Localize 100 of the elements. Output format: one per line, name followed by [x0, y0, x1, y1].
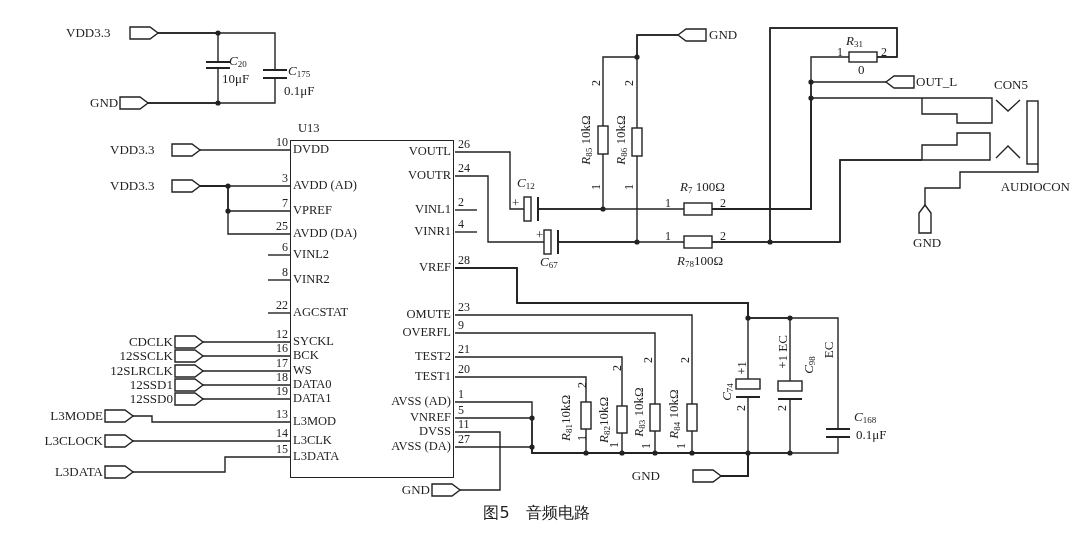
pin-name: AVSS (DA) [391, 440, 451, 453]
terminal-number: 1 [575, 435, 589, 441]
terminal-number: 1 [589, 184, 603, 190]
wire [199, 149, 291, 151]
designator-label: U13 [298, 122, 320, 135]
component-label: C$_{12}$ [517, 176, 535, 193]
electrolytic-capacitor-symbol [777, 380, 803, 400]
electrolytic-capacitor-symbol [543, 229, 559, 255]
terminal-number: 2 [575, 382, 589, 388]
pin-name: DATA0 [293, 378, 332, 391]
pin-number: 8 [282, 265, 288, 279]
capacitor-symbol [205, 61, 231, 69]
value-label: 10μF [222, 72, 250, 86]
pin-name: L3DATA [293, 450, 340, 463]
port-flag [174, 364, 205, 378]
port-flag [174, 349, 205, 363]
wire [202, 370, 291, 372]
terminal-number: +1 [735, 361, 749, 375]
pin-number: 25 [276, 219, 288, 233]
pin-name: DATA1 [293, 392, 332, 405]
pin-name: WS [293, 364, 312, 377]
terminal-number: 1 [674, 443, 688, 449]
pin-number: 16 [276, 341, 288, 355]
component-label: C$_{67}$ [540, 255, 558, 272]
polarity-mark: + [512, 196, 520, 210]
resistor-symbol [631, 127, 643, 157]
wire [202, 384, 291, 386]
value-label: 0 [858, 63, 865, 77]
pin-number: 19 [276, 384, 288, 398]
signal-label: L3CLOCK [44, 434, 103, 448]
component-label: C$_{20}$ [229, 54, 247, 71]
wire [720, 436, 839, 477]
terminal-number: 2 [678, 357, 692, 363]
pin-name: DVDD [293, 143, 330, 156]
signal-label: CDCLK [128, 335, 173, 349]
pin-number: 6 [282, 240, 288, 254]
pin-number: 27 [458, 432, 470, 446]
pin-number: 10 [276, 135, 288, 149]
component-label: R$_{7}$ 100Ω [680, 180, 725, 197]
pin-number: 4 [458, 217, 464, 231]
signal-label: OUT_L [916, 75, 958, 89]
signal-label: 12SLRCLK [110, 364, 173, 378]
pin-number: 13 [276, 407, 288, 421]
wire [454, 376, 587, 403]
audio-jack-symbol [921, 97, 1039, 165]
terminal-number: 1 [837, 45, 843, 59]
pin-name: VINR2 [293, 273, 330, 286]
signal-label: VDD3.3 [110, 143, 155, 157]
port-flag [431, 483, 462, 497]
resistor-symbol [683, 235, 713, 249]
terminal-number: 1 [622, 184, 636, 190]
wire [454, 356, 623, 407]
pin-number: 3 [282, 171, 288, 185]
pin-number: 11 [458, 417, 470, 431]
pin-name: VNREF [410, 411, 451, 424]
pin-number: 5 [458, 403, 464, 417]
port-flag [174, 378, 205, 392]
pin-name: VOUTL [408, 145, 451, 158]
wire [454, 151, 525, 210]
value-label: 0.1μF [856, 428, 887, 442]
terminal-number: 2 [641, 357, 655, 363]
terminal-number: 2 [881, 45, 887, 59]
pin-name: VINL1 [414, 203, 451, 216]
resistor-symbol [597, 125, 609, 155]
terminal-number: 2 [720, 229, 726, 243]
wire [454, 314, 693, 405]
signal-label: 12SSCLK [119, 349, 173, 363]
value-label: 0.1μF [284, 84, 315, 98]
pin-name: VREF [419, 261, 451, 274]
component-label: C$_{168}$ [854, 410, 877, 427]
pin-number: 14 [276, 426, 288, 440]
port-flag [104, 465, 135, 479]
wire [924, 163, 1039, 206]
component-label: R$_{31}$ [846, 34, 863, 51]
port-flag [918, 203, 932, 234]
pin-name: TEST2 [414, 350, 451, 363]
pin-name: TEST1 [414, 370, 451, 383]
signal-label: GND [401, 483, 430, 497]
wire [454, 267, 839, 430]
signal-label: GND [709, 28, 738, 42]
port-flag [174, 335, 205, 349]
pin-number: 1 [458, 387, 464, 401]
pin-name: OMUTE [406, 308, 451, 321]
wire [557, 241, 685, 243]
signal-label: L3MODE [50, 409, 103, 423]
port-flag [884, 75, 915, 89]
pin-name: AVDD (AD) [293, 179, 357, 192]
resistor-symbol [616, 405, 628, 434]
terminal-number: 2 [589, 80, 603, 86]
pin-name: VINL2 [293, 248, 330, 261]
terminal-number: 1 [665, 229, 671, 243]
wire [199, 185, 291, 235]
electrolytic-capacitor-symbol [523, 196, 539, 222]
pin-number: 21 [458, 342, 470, 356]
pin-name: VOUTR [407, 169, 451, 182]
terminal-number: 2 [734, 405, 748, 411]
wire [132, 456, 291, 473]
wire [636, 34, 679, 129]
pin-name: OVERFL [402, 326, 451, 339]
wire [147, 77, 276, 104]
